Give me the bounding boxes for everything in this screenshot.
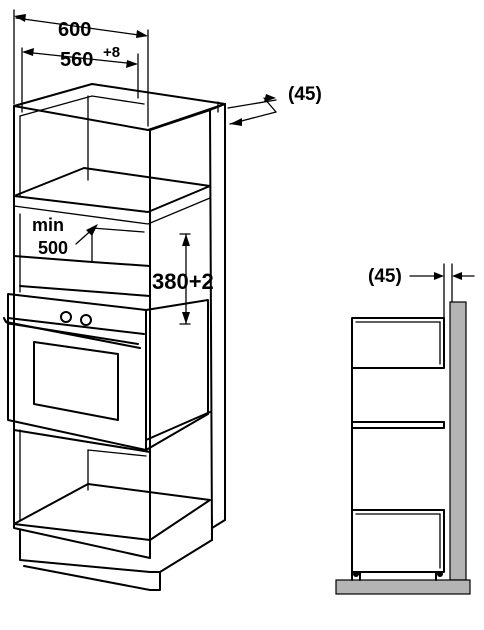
dimension-lines xyxy=(13,9,277,325)
dimension-labels: 600 560 +8 (45) min 500 380+2 (45) xyxy=(32,19,402,294)
label-500: 500 xyxy=(38,238,68,258)
label-560-tolerance: +8 xyxy=(103,44,120,61)
floor xyxy=(335,579,471,595)
label-560: 560 xyxy=(60,49,93,71)
label-rear-gap-side: (45) xyxy=(368,266,402,287)
tall-cabinet xyxy=(3,83,226,591)
oven xyxy=(3,293,209,451)
oven-knob-icon xyxy=(80,314,92,326)
label-rear-gap-top: (45) xyxy=(288,84,322,105)
label-niche-height: 380+2 xyxy=(152,269,214,294)
label-600: 600 xyxy=(58,19,91,41)
oven-knob-icon xyxy=(60,311,72,323)
wall xyxy=(449,301,467,581)
label-min: min xyxy=(32,215,64,235)
oven-window xyxy=(33,341,119,421)
side-view xyxy=(335,263,475,595)
